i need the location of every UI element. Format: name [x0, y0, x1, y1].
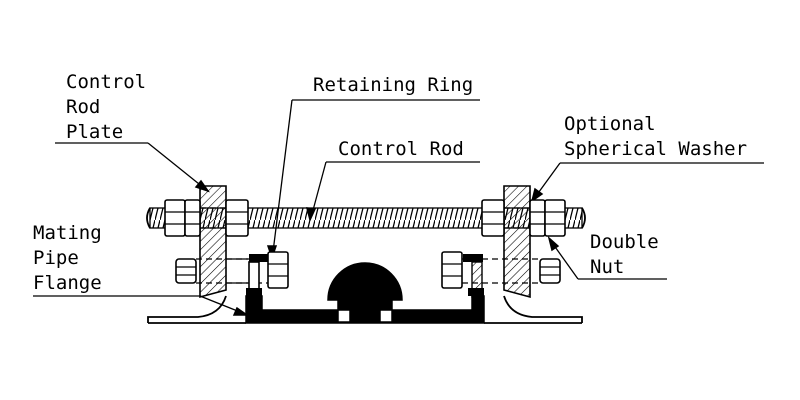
- right-outer-nut: [544, 199, 566, 237]
- label-control-rod: Control Rod: [338, 138, 464, 160]
- left-joint-flange-edge: [246, 288, 262, 296]
- right-plate-inner-nut: [481, 199, 505, 237]
- svg-text:Mating: Mating: [33, 222, 102, 244]
- svg-text:Rod: Rod: [66, 96, 100, 118]
- svg-text:Double: Double: [590, 231, 659, 253]
- svg-text:Control: Control: [66, 71, 146, 93]
- leader-retaining-ring: [266, 99, 480, 261]
- leader-mating-pipe-flange: [33, 295, 250, 316]
- left-control-rod-plate: [199, 185, 227, 299]
- svg-text:Pipe: Pipe: [33, 247, 79, 269]
- leader-double-nut: [547, 235, 667, 280]
- left-mating-pipe-flange: [147, 295, 246, 324]
- label-optional-spherical-washer: Optional Spherical Washer: [564, 113, 747, 160]
- expansion-joint-arch: [327, 262, 403, 311]
- label-retaining-ring: Retaining Ring: [313, 74, 473, 96]
- svg-text:Optional: Optional: [564, 113, 656, 135]
- svg-text:Flange: Flange: [33, 272, 102, 294]
- svg-text:Nut: Nut: [590, 256, 624, 278]
- leader-optional-spherical-washer: [530, 162, 764, 203]
- left-flange-nut: [267, 251, 289, 289]
- left-outer-nut: [164, 199, 186, 237]
- right-joint-flange-edge: [468, 288, 484, 296]
- right-mating-pipe-flange: [484, 295, 583, 324]
- expansion-joint-body: [245, 290, 485, 324]
- left-inner-nut: [184, 199, 201, 237]
- right-flange-nut: [441, 251, 463, 289]
- label-control-rod-plate: Control Rod Plate: [66, 71, 146, 143]
- label-double-nut: Double Nut: [590, 231, 659, 278]
- label-mating-pipe-flange: Mating Pipe Flange: [33, 222, 102, 294]
- svg-text:Plate: Plate: [66, 121, 123, 143]
- right-control-rod-plate: [503, 185, 531, 299]
- leader-control-rod-plate: [55, 142, 210, 193]
- control-rod: [146, 207, 586, 229]
- right-inner-nut: [529, 199, 546, 237]
- left-plate-inner-nut: [225, 199, 249, 237]
- svg-text:Spherical Washer: Spherical Washer: [564, 138, 747, 160]
